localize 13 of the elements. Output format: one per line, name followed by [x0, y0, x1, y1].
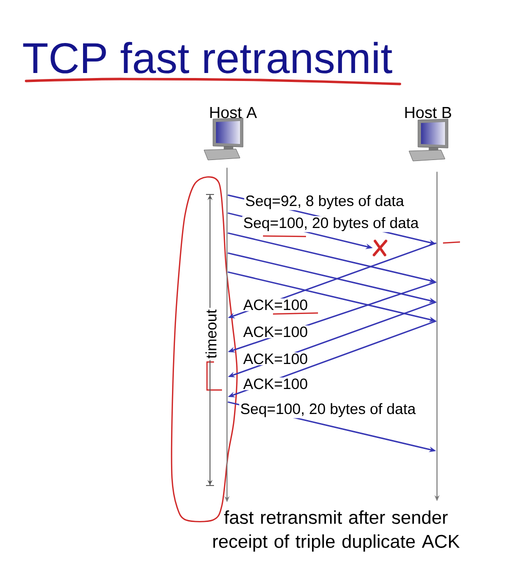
edge-label: Seq=92, 8 bytes of data: [244, 194, 406, 210]
edge-label: ACK=100: [242, 352, 309, 366]
edge-label: Seq=100, 20 bytes of data: [239, 402, 417, 418]
dimension-label: timeout: [204, 308, 218, 360]
edge-label: ACK=100: [242, 326, 309, 338]
host-label: Host A: [210, 107, 257, 118]
edge-label: Seq=100, 20 bytes of data: [242, 216, 420, 232]
cross-mark: [372, 240, 388, 256]
caption: fast retransmit after sender receipt of triple duplicate ACK: [213, 510, 460, 552]
edge-label: ACK=100: [242, 298, 309, 312]
host-label: Host B: [405, 107, 452, 118]
title: TCP fast retransmit: [23, 42, 392, 74]
edge-label: ACK=100: [242, 378, 309, 390]
